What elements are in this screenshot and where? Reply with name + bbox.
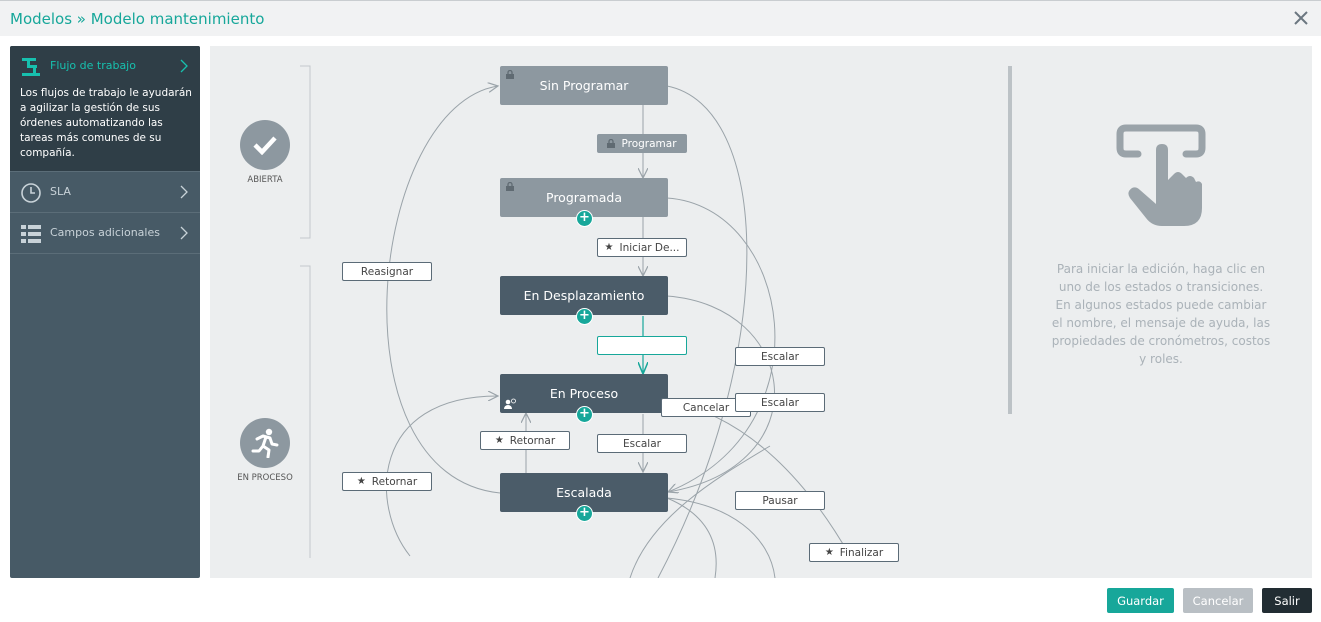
state-sin-programar[interactable]: Sin Programar	[500, 66, 668, 105]
chevron-right-icon	[180, 226, 188, 240]
chevron-right-icon	[180, 185, 188, 199]
state-label: Programada	[546, 190, 622, 205]
add-transition-button[interactable]: +	[576, 210, 593, 227]
user-timer-icon	[504, 398, 516, 409]
sidebar-item-workflow[interactable]: Flujo de trabajo Los flujos de trabajo l…	[10, 46, 200, 172]
cancel-button[interactable]: Cancelar	[1183, 588, 1253, 613]
transition-escalar[interactable]: Escalar	[597, 434, 687, 453]
check-icon	[240, 120, 290, 170]
lock-icon	[607, 139, 616, 148]
sidebar-item-sla[interactable]: SLA	[10, 172, 200, 213]
transition-retornar[interactable]: ★ Retornar	[480, 431, 570, 450]
transition-pausar[interactable]: Pausar	[735, 491, 825, 510]
state-programada[interactable]: Programada +	[500, 178, 668, 227]
add-transition-button[interactable]: +	[576, 505, 593, 522]
chevron-right-icon	[180, 59, 188, 73]
transition-escalar[interactable]: Escalar	[735, 393, 825, 412]
state-label: Escalada	[556, 485, 612, 500]
lock-icon	[506, 70, 514, 79]
star-icon: ★	[824, 547, 834, 558]
workflow-canvas[interactable]: ABIERTA EN PROCESO Sin Programar Program…	[210, 46, 1312, 578]
add-transition-button[interactable]: +	[576, 308, 593, 325]
phase-open: ABIERTA	[225, 120, 305, 185]
transition-retornar[interactable]: ★ Retornar	[342, 472, 432, 491]
sidebar-item-label: Flujo de trabajo	[50, 59, 136, 72]
close-icon[interactable]	[1293, 10, 1309, 26]
info-text: Para iniciar la edición, haga clic en un…	[1051, 262, 1271, 366]
transition-cancelar[interactable]: Cancelar	[661, 398, 751, 417]
state-label: En Proceso	[549, 386, 619, 401]
transition-finalizar[interactable]: ★ Finalizar	[809, 543, 899, 562]
sidebar-item-additional-fields[interactable]: Campos adicionales	[10, 213, 200, 254]
workflow-icon	[22, 58, 40, 76]
phase-label: EN PROCESO	[237, 473, 293, 483]
transition-iniciar[interactable]: ★ Iniciar De...	[597, 238, 687, 257]
transition-programar[interactable]: Programar	[597, 134, 687, 153]
list-icon	[21, 225, 41, 243]
exit-button[interactable]: Salir	[1262, 588, 1312, 613]
touch-icon	[1116, 124, 1206, 226]
star-icon: ★	[494, 435, 504, 446]
star-icon: ★	[356, 476, 366, 487]
lock-icon	[506, 182, 514, 191]
state-escalada[interactable]: Escalada +	[500, 473, 668, 522]
modal-header: Modelos » Modelo mantenimiento	[0, 0, 1321, 36]
clock-icon	[21, 183, 41, 203]
state-label: En Desplazamiento	[523, 288, 645, 303]
transition-escalar[interactable]: Escalar	[735, 347, 825, 366]
panel-divider	[1008, 66, 1012, 414]
sidebar: Flujo de trabajo Los flujos de trabajo l…	[10, 46, 200, 578]
sidebar-description: Los flujos de trabajo le ayudarán a agil…	[20, 87, 192, 159]
state-en-proceso[interactable]: En Proceso +	[500, 374, 668, 423]
save-button[interactable]: Guardar	[1107, 588, 1174, 613]
running-icon	[240, 418, 290, 468]
phase-in-process: EN PROCESO	[225, 418, 305, 483]
star-icon: ★	[604, 242, 614, 253]
state-en-desplazamiento[interactable]: En Desplazamiento +	[500, 276, 668, 325]
transition-reasignar[interactable]: Reasignar	[342, 262, 432, 281]
sidebar-item-label: SLA	[50, 185, 71, 198]
sidebar-item-label: Campos adicionales	[50, 226, 160, 239]
breadcrumb[interactable]: Modelos » Modelo mantenimiento	[10, 10, 265, 28]
phase-label: ABIERTA	[247, 175, 283, 185]
add-transition-button[interactable]: +	[576, 406, 593, 423]
transition-selected[interactable]	[597, 336, 687, 355]
state-label: Sin Programar	[539, 78, 629, 93]
